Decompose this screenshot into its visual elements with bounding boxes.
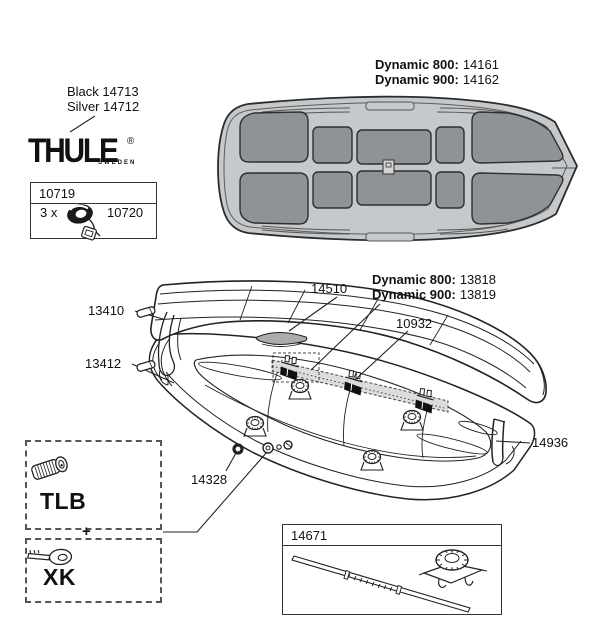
lock-cylinder-box [25,440,162,530]
callout-14936: 14936 [532,435,569,450]
rail-line2: Dynamic 900:13819 [372,287,496,302]
strap-part-number: 10720 [107,205,144,220]
hinge-arm [157,311,182,386]
strap-kit-box-id: 10719 [31,183,156,204]
callout-14328: 14328 [191,472,228,487]
lid-color-line1: Black 14713 [67,84,139,99]
thule-logo-text: THULE [28,132,119,170]
top-cover-line1: Dynamic 800:14161 [375,57,499,72]
leader-14510 [288,296,338,332]
leader-lid-color [69,115,96,133]
grommet-14328 [232,443,244,455]
rail-line1: Dynamic 800:13818 [372,272,496,287]
strap-qty: 3 x [40,205,58,220]
plus-sign: + [82,523,91,540]
corner-bracket-14936 [491,418,515,467]
lid-color-callout: Black 14713 Silver 14712 [67,84,139,114]
leader-14936 [495,440,531,444]
tbar-kit-box: 14671 [282,524,502,615]
callout-14510: 14510 [311,281,348,296]
leader-13410 [134,310,164,320]
key-label: XK [43,564,76,590]
tbar-kit-box-id: 14671 [283,525,501,546]
mount-knobs [243,378,424,471]
rail-clamp [279,354,301,381]
callout-13412: 13412 [85,356,122,371]
registered-mark: ® [126,136,135,147]
thule-logo-sub: SWEDEN [98,160,137,166]
base-floor [193,354,498,462]
lock-holes [232,440,293,455]
top-cover-drawing [217,95,578,242]
leader-rail [310,303,381,371]
key-box [25,538,162,603]
lid-handle [255,331,308,346]
leader-14328 [225,452,237,472]
thule-logo: THULE ® SWEDEN [28,132,137,170]
lid-color-line2: Silver 14712 [67,99,140,114]
leader-lock-kit [163,451,268,533]
leader-13412 [131,363,175,384]
top-cover-callout: Dynamic 800:14161 Dynamic 900:14162 [375,57,499,87]
rail-clamp [414,387,436,414]
top-cover-line2: Dynamic 900:14162 [375,72,499,87]
lock-cylinder-label: TLB [40,488,87,514]
leader-10932 [356,330,409,379]
mount-rail [271,352,449,414]
rail-callout: Dynamic 800:13818 Dynamic 900:13819 [372,272,496,302]
hinge-pins [135,305,157,373]
roofbox-exploded-drawing [135,280,547,501]
rail-clamp [343,369,365,396]
callout-13410: 13410 [88,303,125,318]
callout-10932: 10932 [396,316,433,331]
